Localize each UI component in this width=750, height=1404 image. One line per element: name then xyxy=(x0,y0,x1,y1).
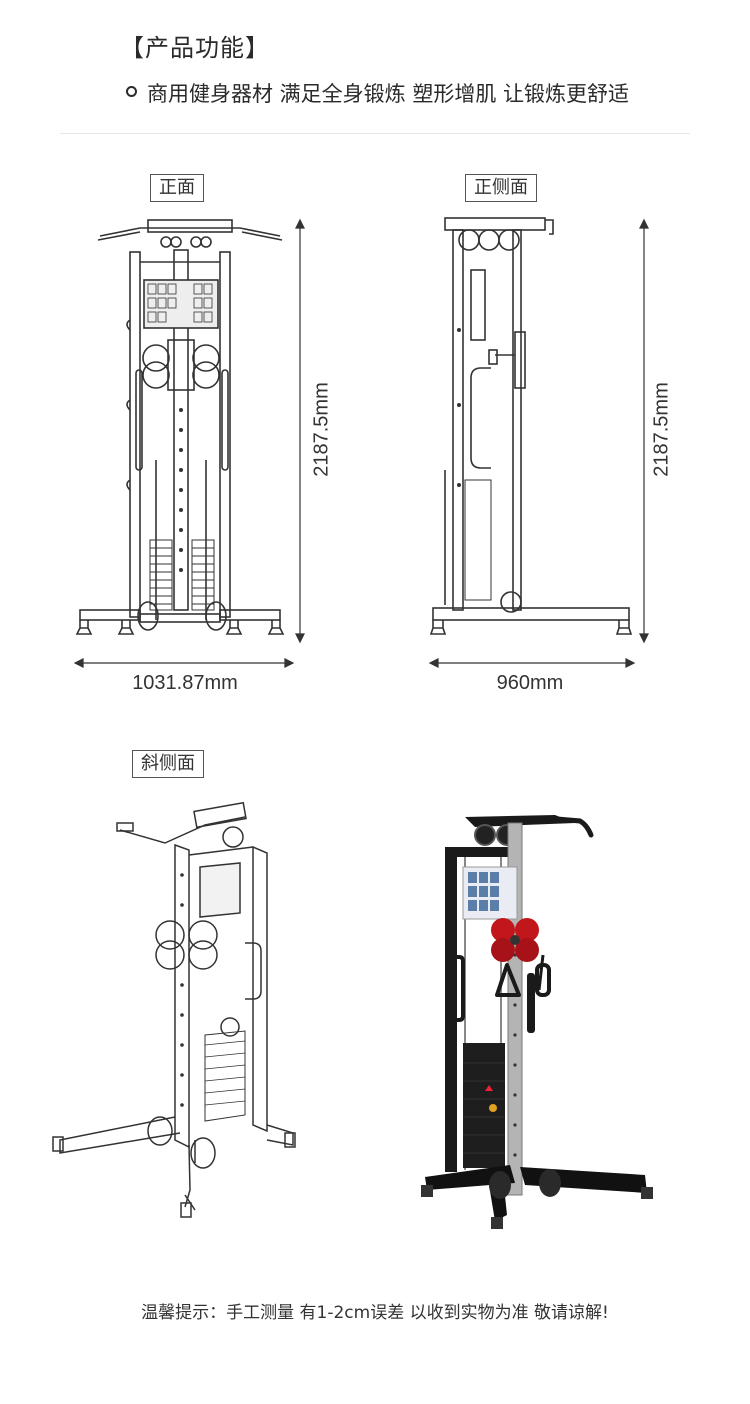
side-height-label: 2187.5mm xyxy=(650,382,673,477)
divider xyxy=(60,133,690,134)
front-view-label: 正面 xyxy=(150,174,204,202)
front-view-drawing xyxy=(75,219,285,635)
oblique-view-label: 斜侧面 xyxy=(132,750,204,778)
side-view-label: 正侧面 xyxy=(465,174,537,202)
section-title: 【产品功能】 xyxy=(120,34,270,62)
bullet-icon xyxy=(126,86,137,97)
side-height-arrow xyxy=(639,218,649,644)
footnote: 温馨提示：手工测量 有1-2cm误差 以收到实物为准 敬请谅解! xyxy=(141,1303,609,1323)
front-width-arrow xyxy=(73,658,295,668)
product-render xyxy=(421,815,653,1229)
side-depth-arrow xyxy=(428,658,636,668)
front-width-label: 1031.87mm xyxy=(132,672,238,694)
oblique-view-drawing xyxy=(52,801,296,1218)
front-height-arrow xyxy=(295,218,305,644)
feature-subtitle: 商用健身器材 满足全身锻炼 塑形增肌 让锻炼更舒适 xyxy=(126,78,629,108)
side-view-drawing xyxy=(429,217,633,635)
feature-text: 商用健身器材 满足全身锻炼 塑形增肌 让锻炼更舒适 xyxy=(147,82,630,106)
side-depth-label: 960mm xyxy=(496,672,564,694)
front-height-label: 2187.5mm xyxy=(310,382,333,477)
